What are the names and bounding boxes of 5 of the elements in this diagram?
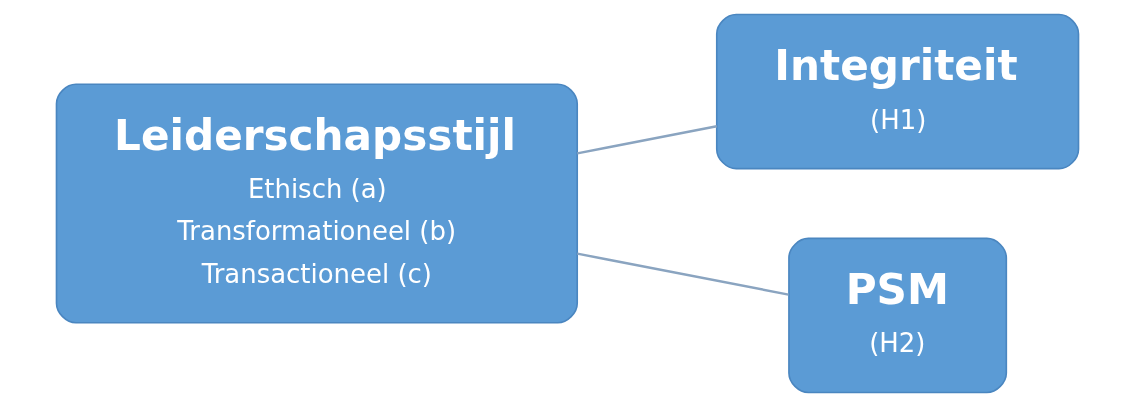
node-box: PSM (H2) bbox=[788, 237, 1008, 394]
node-box: Integriteit (H1) bbox=[715, 13, 1080, 170]
node-box: Leiderschapsstijl Ethisch (a) Transformationeel (b) Transactioneel (c) bbox=[55, 83, 579, 324]
connector bbox=[577, 252, 789, 296]
connector bbox=[577, 125, 717, 155]
